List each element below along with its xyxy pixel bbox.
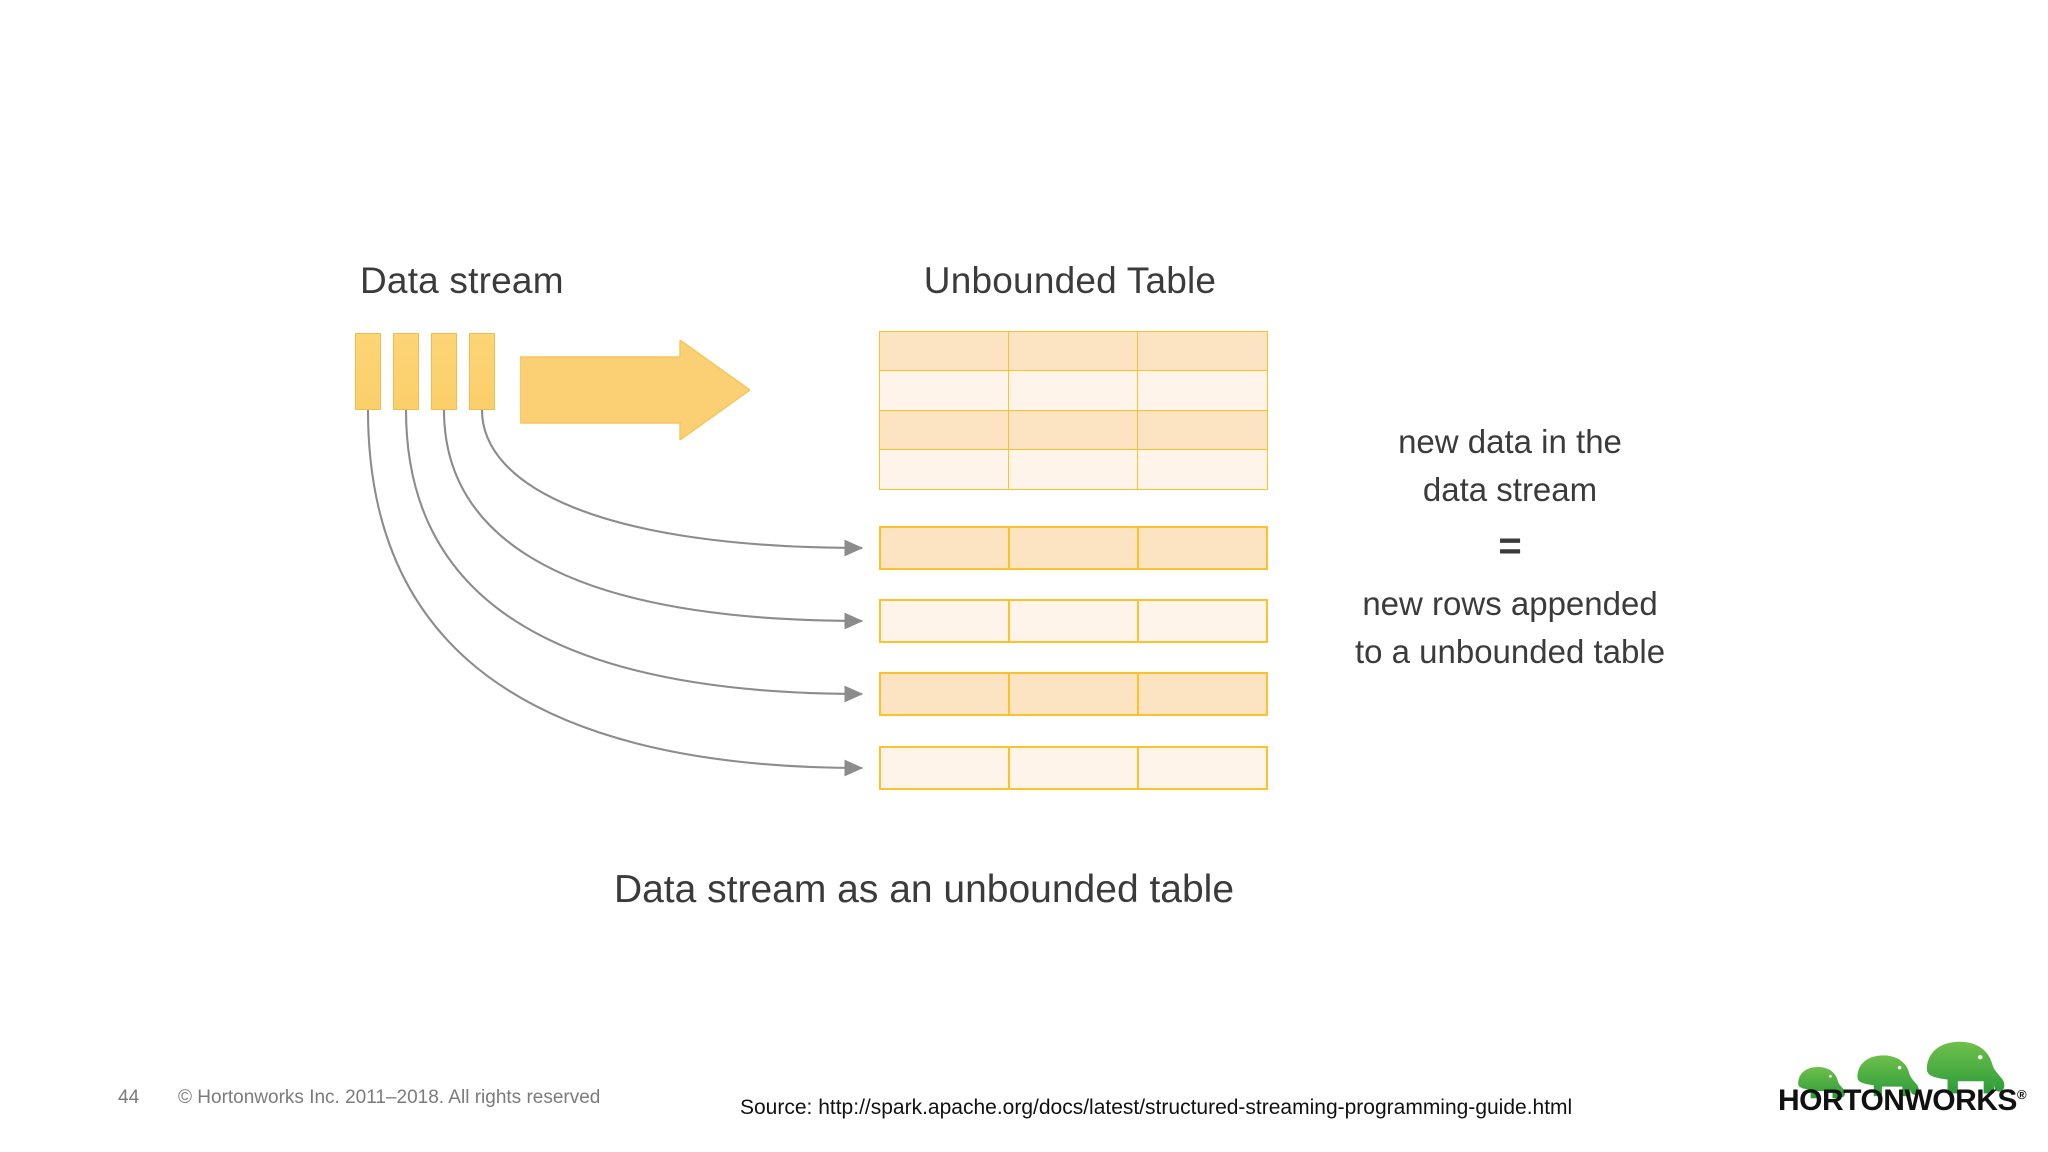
explanation-bottom: new rows appended to a unbounded table (1290, 580, 1730, 676)
connector-bar1-to-row4 (366, 409, 864, 777)
connector-bar3-to-row2 (442, 409, 864, 630)
explanation-bottom-line-2: to a unbounded table (1354, 633, 1666, 670)
appended-cell (1137, 526, 1268, 570)
unbounded-table-heading: Unbounded Table (923, 260, 1217, 301)
table-row (879, 448, 1268, 490)
appended-cell (879, 672, 1010, 716)
table-cell (1008, 370, 1139, 412)
table-cell (879, 370, 1010, 412)
appended-row-3 (879, 672, 1268, 716)
slide-caption: Data stream as an unbounded table (613, 868, 1235, 911)
appended-cell (879, 746, 1010, 790)
stream-bar-2 (393, 333, 419, 410)
explanation-top-line-2: data stream (1422, 471, 1598, 508)
stream-bar-3 (431, 333, 457, 410)
explanation-bottom-line-1: new rows appended (1362, 585, 1658, 622)
registered-mark: ® (2016, 1087, 2027, 1102)
connector-bar2-to-row3 (404, 409, 864, 703)
hortonworks-elephants-icon (1798, 1041, 2005, 1099)
appended-cell (879, 599, 1010, 643)
unbounded-table (879, 331, 1268, 490)
appended-cell (1008, 672, 1139, 716)
appended-cell (1137, 746, 1268, 790)
table-cell (1008, 409, 1139, 451)
appended-cell (1008, 746, 1139, 790)
appended-row-1 (879, 526, 1268, 570)
appended-cell (1008, 526, 1139, 570)
table-cell (1137, 448, 1268, 490)
table-cell (879, 448, 1010, 490)
explanation-top-line-1: new data in the (1398, 423, 1622, 460)
table-cell (1137, 370, 1268, 412)
wordmark-text: HORTONWORKS (1778, 1084, 2017, 1117)
source-url: Source: http://spark.apache.org/docs/lat… (740, 1096, 1573, 1119)
page-number: 44 (118, 1087, 140, 1108)
appended-cell (1137, 599, 1268, 643)
table-cell (1008, 448, 1139, 490)
table-row (879, 331, 1268, 373)
stream-bar-4 (469, 333, 495, 410)
table-cell (879, 409, 1010, 451)
copyright-notice: © Hortonworks Inc. 2011–2018. All rights… (178, 1087, 601, 1108)
appended-row-2 (879, 599, 1268, 643)
appended-row-4 (879, 746, 1268, 790)
explanation-top: new data in the data stream (1310, 418, 1710, 514)
flow-arrow-icon (520, 340, 750, 440)
table-row (879, 409, 1268, 451)
table-cell (1137, 331, 1268, 373)
appended-cell (1137, 672, 1268, 716)
stream-bar-1 (355, 333, 381, 410)
table-cell (1008, 331, 1139, 373)
table-cell (1137, 409, 1268, 451)
table-row (879, 370, 1268, 412)
data-stream-heading: Data stream (360, 260, 564, 301)
equals-sign: = (1498, 524, 1522, 568)
table-cell (879, 331, 1010, 373)
appended-cell (1008, 599, 1139, 643)
hortonworks-wordmark: HORTONWORKS® (1778, 1084, 2027, 1118)
appended-cell (879, 526, 1010, 570)
